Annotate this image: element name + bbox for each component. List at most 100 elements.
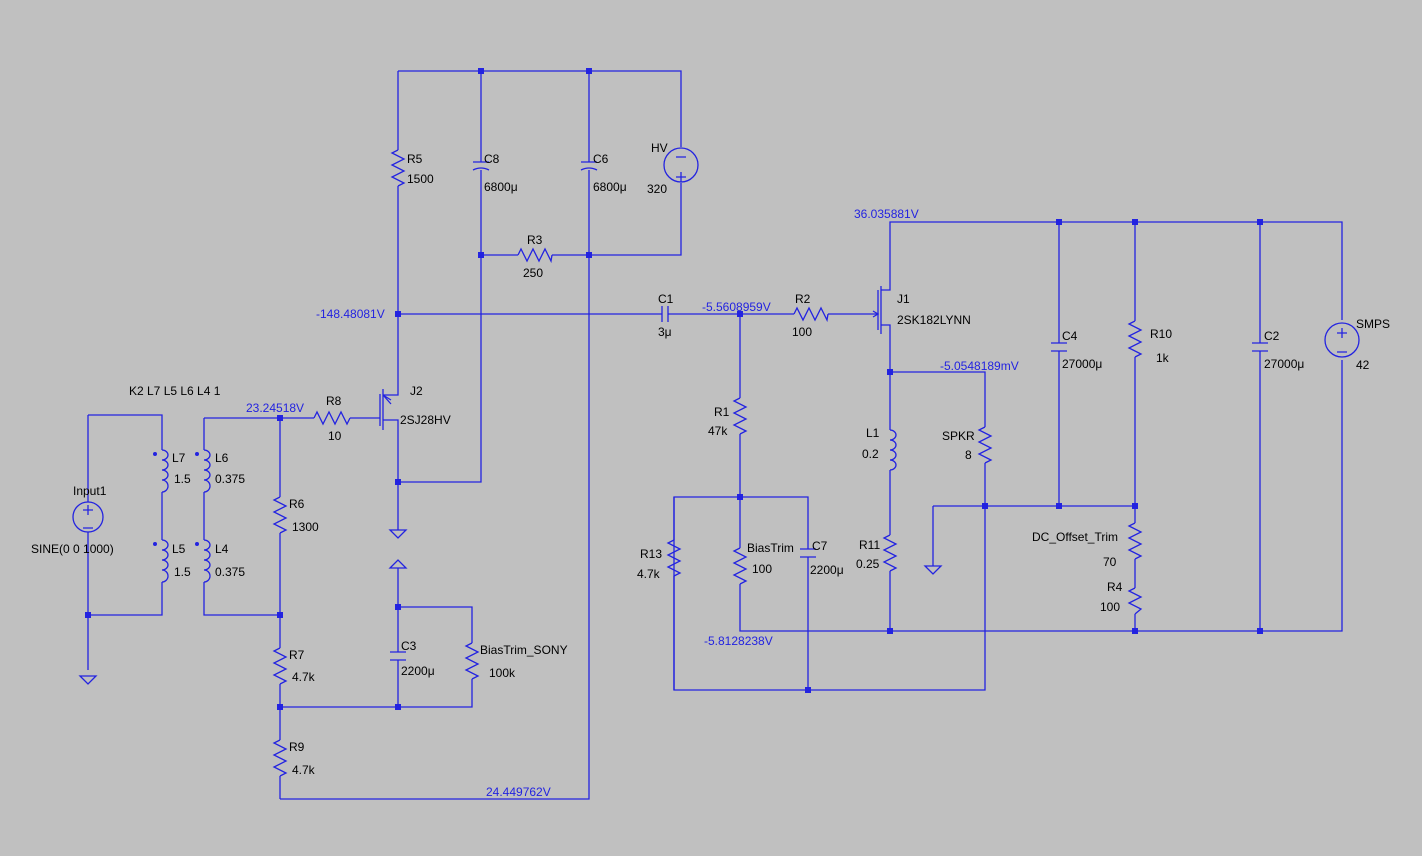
wires xyxy=(78,70,1343,800)
label-r10-name: R10 xyxy=(1150,327,1172,341)
label-l4-value: 0.375 xyxy=(215,565,245,579)
label-smps-value: 42 xyxy=(1356,358,1370,372)
label-r7-value: 4.7k xyxy=(292,670,316,684)
smps-source-symbol xyxy=(1324,322,1360,358)
label-r1-value: 47k xyxy=(708,424,728,438)
label-l7-name: L7 xyxy=(172,451,186,465)
label-r11-value: 0.25 xyxy=(856,557,880,571)
label-r9-value: 4.7k xyxy=(292,763,316,777)
label-spkr-name: SPKR xyxy=(942,429,975,443)
label-r11-name: R11 xyxy=(859,538,880,552)
l1-symbol xyxy=(889,429,897,471)
label-c4-name: C4 xyxy=(1062,329,1078,343)
label-l6-value: 0.375 xyxy=(215,472,245,486)
label-biastrim-sony-value: 100k xyxy=(489,666,516,680)
r5-symbol xyxy=(390,149,406,187)
label-r7-name: R7 xyxy=(289,648,305,662)
r8-symbol xyxy=(313,410,351,426)
label-r10-value: 1k xyxy=(1156,351,1170,365)
label-biastrim-sony-name: BiasTrim_SONY xyxy=(480,643,568,657)
label-hv-value: 320 xyxy=(647,182,667,196)
label-c3-value: 2200μ xyxy=(401,664,435,678)
voltage-j2-drain: -148.48081V xyxy=(316,307,385,321)
label-j2-value: 2SJ28HV xyxy=(400,413,451,427)
l4-symbol xyxy=(203,539,211,583)
label-hv-name: HV xyxy=(651,141,668,155)
label-dc-offset-trim-value: 70 xyxy=(1103,555,1117,569)
c6-symbol xyxy=(580,161,598,174)
l7-symbol xyxy=(161,449,169,493)
voltage-bottom-rail: 24.449762V xyxy=(486,785,551,799)
label-r8-name: R8 xyxy=(326,394,342,408)
label-l4-name: L4 xyxy=(215,542,229,556)
l6-symbol xyxy=(203,449,211,493)
biastrim-sony-symbol xyxy=(464,642,480,680)
spkr-symbol xyxy=(977,426,993,464)
label-biastrim-name: BiasTrim xyxy=(747,541,794,555)
biastrim-symbol xyxy=(732,547,748,585)
r7-symbol xyxy=(272,647,288,685)
label-directive: K2 L7 L5 L6 L4 1 xyxy=(129,384,221,398)
label-c4-value: 27000μ xyxy=(1062,357,1102,371)
label-c3-name: C3 xyxy=(401,639,417,653)
label-c2-value: 27000μ xyxy=(1264,357,1304,371)
r3-symbol xyxy=(517,247,553,264)
label-c2-name: C2 xyxy=(1264,329,1280,343)
label-j1-name: J1 xyxy=(897,292,910,306)
capacitor-symbols xyxy=(472,161,1268,558)
voltage-c1-output: -5.5608959V xyxy=(702,300,771,314)
label-dc-offset-trim-name: DC_Offset_Trim xyxy=(1032,530,1118,544)
label-r3-value: 250 xyxy=(523,266,543,280)
label-input1-name: Input1 xyxy=(73,484,107,498)
label-r13-value: 4.7k xyxy=(637,567,661,581)
label-c6-name: C6 xyxy=(593,152,609,166)
label-c1-value: 3μ xyxy=(658,325,672,339)
component-labels: R5 1500 C8 6800μ C6 6800μ HV 320 R3 250 … xyxy=(31,141,1390,777)
label-r3-name: R3 xyxy=(527,233,543,247)
label-c6-value: 6800μ xyxy=(593,180,627,194)
label-r6-name: R6 xyxy=(289,497,305,511)
c8-symbol xyxy=(472,161,490,174)
label-r1-name: R1 xyxy=(714,405,730,419)
r1-symbol xyxy=(732,397,748,435)
voltage-speaker-node: -5.0548189mV xyxy=(940,359,1019,373)
r9-symbol xyxy=(272,739,288,777)
label-smps-name: SMPS xyxy=(1356,317,1390,331)
label-c1-name: C1 xyxy=(658,292,674,306)
c7-symbol xyxy=(800,548,816,558)
label-l1-value: 0.2 xyxy=(862,447,879,461)
label-c8-value: 6800μ xyxy=(484,180,518,194)
c4-symbol xyxy=(1051,342,1067,352)
label-r2-name: R2 xyxy=(795,292,811,306)
c1-symbol xyxy=(661,306,669,322)
r2-symbol xyxy=(793,306,829,323)
r6-symbol xyxy=(272,496,288,534)
label-r6-value: 1300 xyxy=(292,520,319,534)
label-l6-name: L6 xyxy=(215,451,229,465)
label-l7-value: 1.5 xyxy=(174,472,191,486)
resistor-symbols xyxy=(272,149,1143,777)
label-j2-name: J2 xyxy=(410,384,423,398)
label-l5-value: 1.5 xyxy=(174,565,191,579)
label-c8-name: C8 xyxy=(484,152,500,166)
label-r13-name: R13 xyxy=(640,547,662,561)
r13-symbol xyxy=(666,539,682,577)
label-input1-value: SINE(0 0 1000) xyxy=(31,542,114,556)
label-r9-name: R9 xyxy=(289,740,305,754)
r10-symbol xyxy=(1127,320,1143,358)
label-biastrim-value: 100 xyxy=(752,562,772,576)
input1-source-symbol xyxy=(72,501,104,533)
label-r5-name: R5 xyxy=(407,152,423,166)
voltage-supply-rail: 36.035881V xyxy=(854,207,919,221)
voltage-labels: 36.035881V -148.48081V -5.5608959V -5.05… xyxy=(246,207,1019,799)
voltage-j2-gate: 23.24518V xyxy=(246,401,304,415)
r4-symbol xyxy=(1127,587,1143,615)
source-symbols xyxy=(72,147,1360,533)
voltage-ground-return: -5.8128238V xyxy=(704,634,773,648)
c2-symbol xyxy=(1252,342,1268,352)
label-r4-value: 100 xyxy=(1100,600,1120,614)
label-r5-value: 1500 xyxy=(407,172,434,186)
label-r2-value: 100 xyxy=(792,325,812,339)
inductor-symbols xyxy=(153,429,897,583)
dc-offset-trim-symbol xyxy=(1127,522,1143,560)
